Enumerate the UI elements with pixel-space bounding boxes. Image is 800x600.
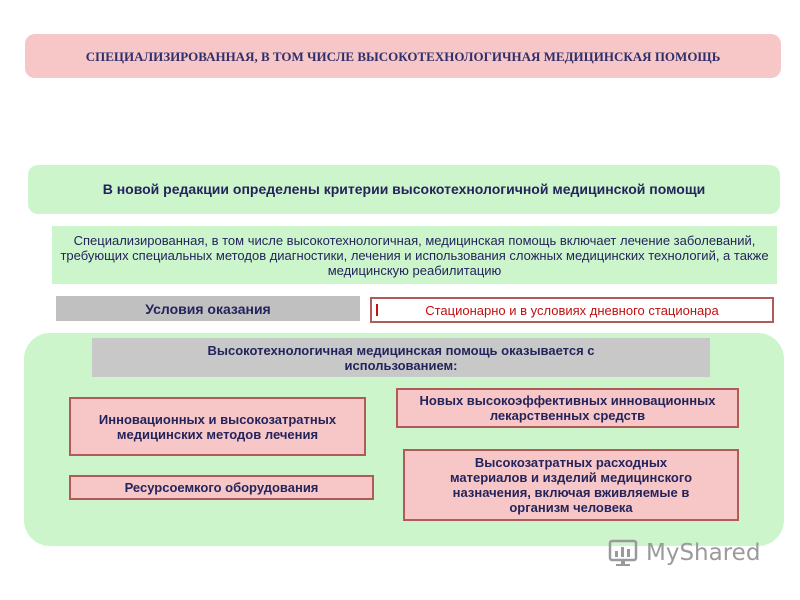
usage-item-text: Ресурсоемкого оборудования [124, 480, 319, 495]
usage-heading: Высокотехнологичная медицинская помощь о… [92, 338, 710, 377]
myshared-watermark: MyShared [608, 536, 778, 570]
conditions-label: Условия оказания [56, 296, 360, 321]
page-title-text: СПЕЦИАЛИЗИРОВАННАЯ, В ТОМ ЧИСЛЕ ВЫСОКОТЕ… [85, 48, 721, 64]
criteria-banner: В новой редакции определены критерии выс… [28, 165, 780, 214]
usage-item-equipment: Ресурсоемкого оборудования [69, 475, 374, 500]
usage-item-methods: Инновационных и высокозатратных медицинс… [69, 397, 366, 456]
description-text: Специализированная, в том числе высокоте… [60, 232, 769, 278]
conditions-value: Стационарно и в условиях дневного стацио… [370, 297, 774, 323]
conditions-value-text: Стационарно и в условиях дневного стацио… [425, 302, 719, 318]
usage-item-text: Новых высокоэффективных инновационных ле… [419, 393, 716, 423]
myshared-logo-icon [608, 539, 638, 566]
watermark-text: MyShared [646, 540, 761, 566]
usage-item-text: Инновационных и высокозатратных медицинс… [98, 411, 337, 442]
usage-item-drugs: Новых высокоэффективных инновационных ле… [396, 388, 739, 428]
page-title: СПЕЦИАЛИЗИРОВАННАЯ, В ТОМ ЧИСЛЕ ВЫСОКОТЕ… [25, 34, 781, 78]
criteria-text: В новой редакции определены критерии выс… [102, 181, 706, 197]
conditions-label-text: Условия оказания [145, 300, 271, 317]
description-box: Специализированная, в том числе высокоте… [52, 226, 777, 284]
usage-item-text: Высокозатратных расходных материалов и и… [449, 455, 693, 515]
usage-item-materials: Высокозатратных расходных материалов и и… [403, 449, 739, 521]
usage-heading-text: Высокотехнологичная медицинская помощь о… [207, 342, 595, 373]
text-cursor-mark [376, 304, 378, 316]
